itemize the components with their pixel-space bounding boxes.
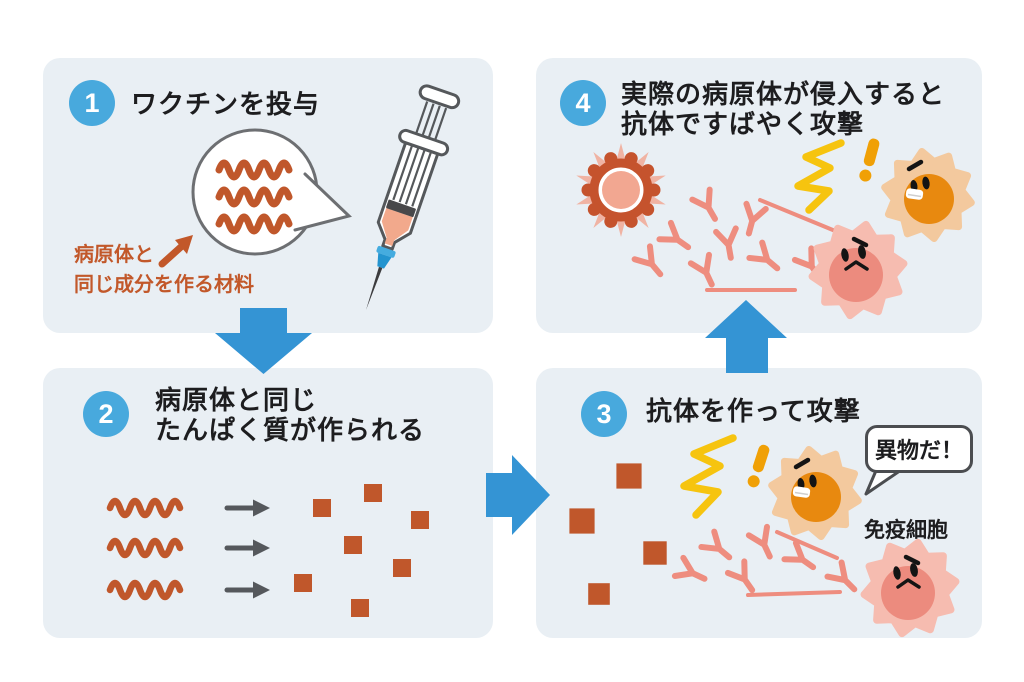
step-4-number: 4 bbox=[575, 87, 591, 118]
step-2-title: 病原体と同じ たんぱく質が作られる bbox=[155, 385, 425, 445]
step-2-badge: 2 bbox=[83, 391, 129, 437]
step-4-panel: 4 実際の病原体が侵入すると 抗体ですばやく攻撃 bbox=[536, 58, 982, 333]
syringe-icon bbox=[366, 84, 461, 310]
transform-arrow-icon bbox=[227, 500, 270, 599]
step-4-title-line1: 実際の病原体が侵入すると bbox=[621, 79, 946, 109]
annotation-line1: 病原体と bbox=[74, 244, 154, 266]
step-4-badge: 4 bbox=[560, 80, 606, 126]
spark-icon bbox=[680, 434, 737, 519]
step-2-number: 2 bbox=[98, 398, 114, 429]
step-2-title-line1: 病原体と同じ bbox=[155, 385, 318, 415]
virus-icon bbox=[574, 143, 668, 237]
step-3-title-line1: 抗体を作って攻撃 bbox=[646, 396, 861, 426]
step-1-number: 1 bbox=[84, 87, 100, 118]
up-right-arrow-icon bbox=[158, 235, 193, 268]
immune-cell-pink-icon bbox=[797, 210, 920, 331]
step-1-panel: 1 ワクチンを投与 病原体と 同じ成分を作る材料 bbox=[43, 58, 493, 333]
immune-cell-orange-icon bbox=[877, 146, 978, 244]
immune-cell-orange-icon bbox=[764, 444, 865, 542]
step-3-number: 3 bbox=[596, 398, 612, 429]
speed-line bbox=[746, 530, 842, 597]
step-3-badge: 3 bbox=[581, 391, 627, 437]
step-1-annotation: 病原体と 同じ成分を作る材料 bbox=[74, 240, 254, 300]
exclamation-icon bbox=[858, 137, 882, 183]
step-1-badge: 1 bbox=[69, 80, 115, 126]
step-1-illustration bbox=[158, 84, 461, 310]
step-3-title: 抗体を作って攻撃 bbox=[646, 396, 861, 426]
speech-bubble bbox=[191, 128, 352, 256]
protein-square-icon bbox=[294, 484, 429, 617]
foreign-object-speech-bubble: 異物だ！ bbox=[865, 425, 973, 473]
step-1-title-line1: ワクチンを投与 bbox=[131, 89, 321, 119]
exclamation-icon bbox=[746, 443, 772, 489]
annotation-line2: 同じ成分を作る材料 bbox=[74, 274, 254, 296]
step-3-illustration bbox=[569, 434, 982, 638]
step-4-illustration bbox=[574, 137, 982, 333]
immune-cell-label: 免疫細胞 bbox=[864, 519, 948, 542]
step-2-title-line2: たんぱく質が作られる bbox=[155, 415, 426, 445]
protein-square-icon bbox=[569, 463, 667, 605]
step-4-title-line2: 抗体ですばやく攻撃 bbox=[621, 109, 865, 139]
mrna-wave-icon bbox=[110, 501, 180, 597]
spark-icon bbox=[794, 139, 845, 214]
antibody-icon bbox=[635, 190, 828, 289]
step-4-title: 実際の病原体が侵入すると 抗体ですばやく攻撃 bbox=[621, 79, 945, 139]
step-1-title: ワクチンを投与 bbox=[131, 89, 320, 119]
immune-cell-pink-icon bbox=[849, 528, 972, 638]
step-3-panel: 3 抗体を作って攻撃 異物だ！ 免疫細胞 bbox=[536, 368, 982, 638]
step-2-panel: 2 病原体と同じ たんぱく質が作られる bbox=[43, 368, 493, 638]
speed-line bbox=[705, 198, 847, 292]
antibody-icon bbox=[675, 527, 861, 596]
